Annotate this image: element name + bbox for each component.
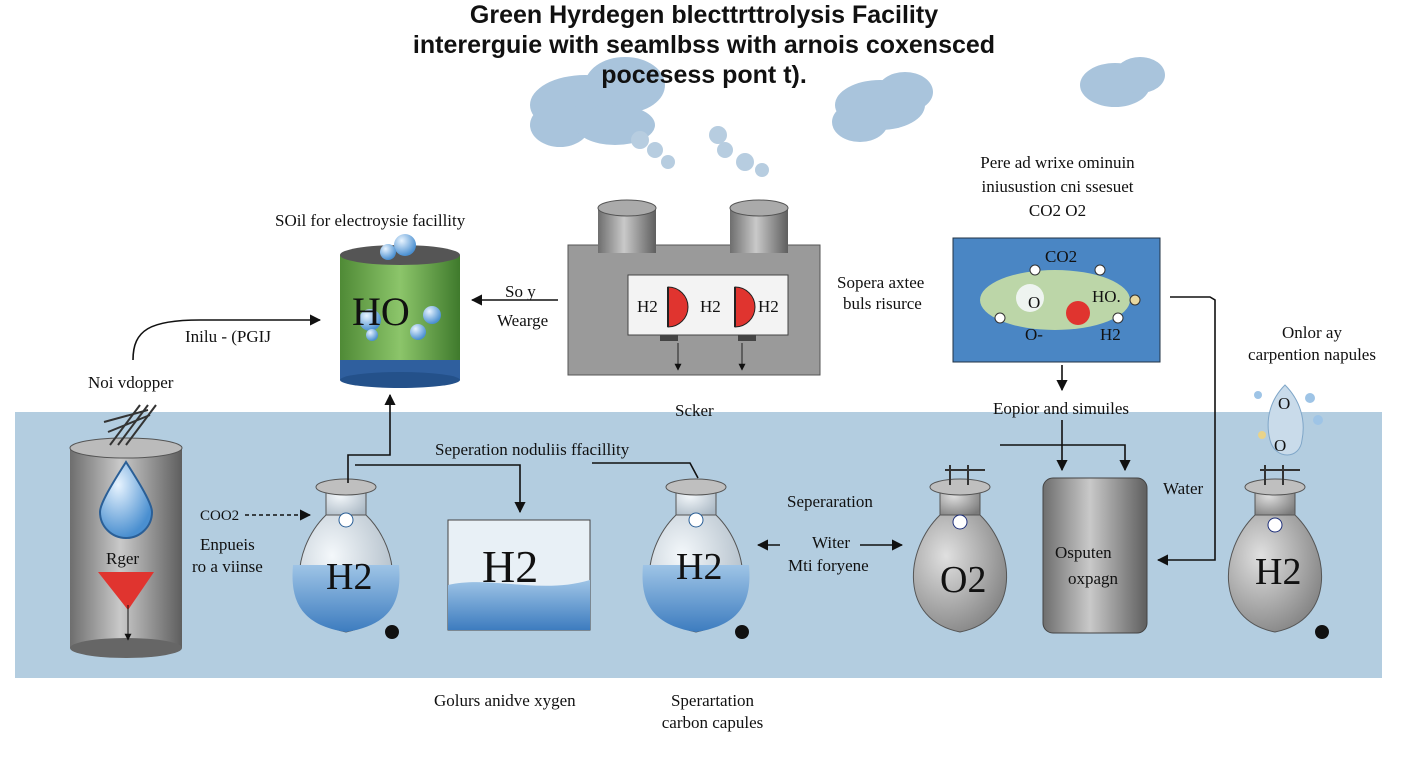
panel-h2-label: H2 <box>1100 325 1121 344</box>
water-label: Water <box>1163 479 1204 498</box>
flask-icon <box>292 478 400 639</box>
flask3-h2-label: H2 <box>1255 551 1302 593</box>
soy-label: So y <box>505 282 536 301</box>
page-title: Green Hyrdegen blecttrttrolysis Facility <box>469 1 939 29</box>
red-funnel-icon <box>98 572 154 610</box>
spert-label-1: Sperartation <box>670 691 755 710</box>
sopera-label-1: Sopera axtee <box>837 273 925 292</box>
osputen-label-2: oxpagn <box>1068 569 1119 588</box>
golurs-label: Golurs anidve xygen <box>434 691 576 710</box>
flow-arrows <box>132 294 1216 566</box>
input-arrow-label: Inilu - (PGIJ <box>185 327 271 346</box>
drop-o-bottom: O <box>1274 436 1287 455</box>
unit-h2-left: H2 <box>637 297 658 316</box>
storage-cylinder <box>69 404 183 658</box>
witer-label: Witer <box>812 533 851 552</box>
box-h2-label: H2 <box>482 541 539 592</box>
h2-tank-box <box>447 519 591 631</box>
flask-o2-label: O2 <box>940 559 987 601</box>
osputen-label-1: Osputen <box>1055 543 1112 562</box>
panel-co2-label: CO2 <box>1045 247 1078 266</box>
spert-label-2: carbon capules <box>661 713 764 732</box>
page-subtitle: intererguie with seamlbss with arnois co… <box>412 31 996 59</box>
seperation-label: Seperaration <box>787 492 873 511</box>
eopior-label: Eopior and simuiles <box>993 399 1129 418</box>
enpueis-label-2: ro a viinse <box>192 557 263 576</box>
pere-label-1: Pere ad wrixe ominuin <box>980 153 1135 172</box>
sopera-label-2: buls risurce <box>843 294 922 313</box>
cloud-icon <box>530 57 665 147</box>
wearge-label: Wearge <box>497 311 549 330</box>
water-drop-icon <box>1254 384 1323 456</box>
seperation-module-label: Seperation noduliis ffacillity <box>435 440 630 459</box>
bubble-icon <box>394 234 416 256</box>
h2o-tank-text: HO <box>352 289 410 334</box>
onlor-label-1: Onlor ay <box>1282 323 1342 342</box>
cloud-icon <box>1080 57 1165 107</box>
h2o-tank <box>340 234 460 388</box>
mti-foryene-label: Mti foryene <box>788 556 869 575</box>
panel-ho-label: HO. <box>1092 287 1121 306</box>
water-drop-icon <box>98 460 154 539</box>
scker-label: Scker <box>675 401 714 420</box>
rger-label: Rger <box>106 549 140 568</box>
cloud-icon <box>832 72 933 142</box>
molecule-panel <box>952 237 1161 363</box>
steam-puffs <box>631 126 769 177</box>
oxygen-cylinder <box>1042 477 1148 634</box>
drop-o-top: O <box>1278 394 1291 413</box>
unit-h2-right: H2 <box>758 297 779 316</box>
flask-icon <box>1228 465 1329 639</box>
enpueis-label-1: Enpueis <box>200 535 255 554</box>
noi-vdopper-label: Noi vdopper <box>88 373 174 392</box>
soil-facility-label: SOil for electroysie facillity <box>275 211 466 230</box>
flask1-h2-label: H2 <box>326 556 373 598</box>
panel-o-label: O <box>1028 293 1041 312</box>
flask2-h2-label: H2 <box>676 546 723 588</box>
co02-label: COO2 <box>200 508 240 524</box>
pere-label-2: iniusustion cni ssesuet <box>981 177 1134 196</box>
electrolyzer-unit <box>567 199 821 376</box>
pere-label-3: CO2 O2 <box>1028 201 1087 220</box>
page-subtitle-2: pocesess pont t). <box>601 61 807 89</box>
onlor-label-2: carpention napules <box>1248 345 1376 364</box>
unit-h2-mid: H2 <box>700 297 721 316</box>
flask-icon <box>642 478 750 639</box>
flask-icon <box>913 465 1007 633</box>
panel-o-minus-label: O- <box>1025 325 1043 344</box>
